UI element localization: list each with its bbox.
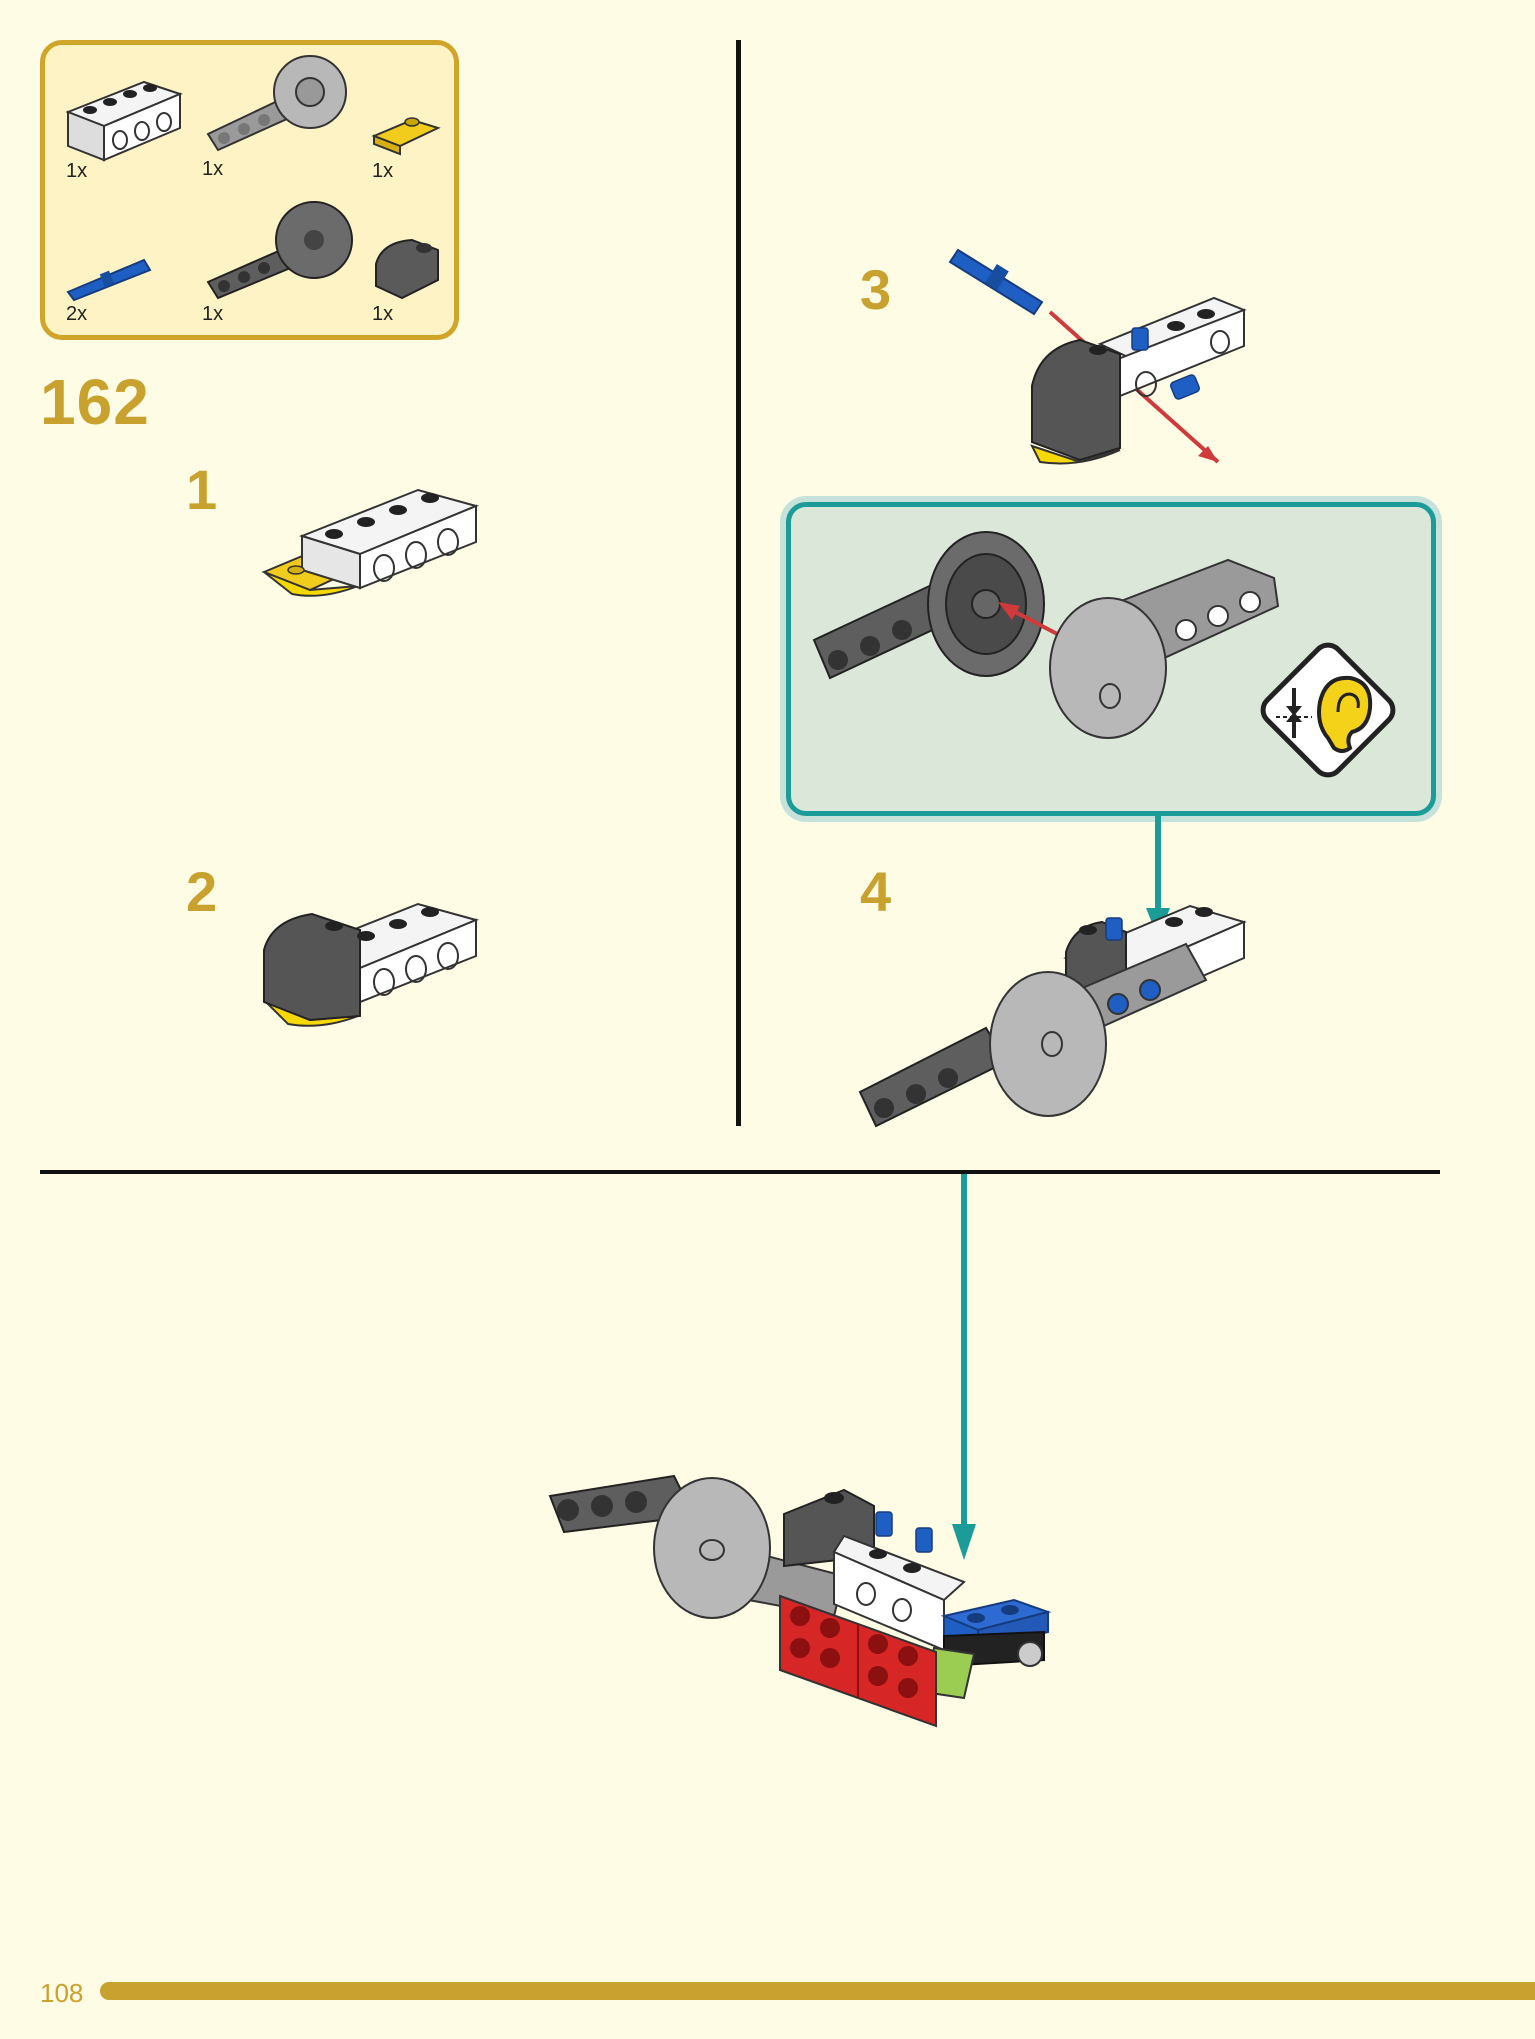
- final-connector-arrow: [952, 1174, 976, 1560]
- part-quantity: 2x: [66, 303, 88, 325]
- part-quantity: 1x: [372, 160, 394, 182]
- yellow-curved-slope-icon: [371, 117, 441, 156]
- step-1-assembly-illustration: [261, 488, 480, 597]
- step-3-assembly-illustration: [948, 248, 1247, 465]
- final-assembly-illustration: [548, 1474, 1052, 1728]
- step-4-assembly-illustration: [858, 904, 1247, 1128]
- part-quantity: 1x: [372, 303, 394, 325]
- white-technic-brick-icon: [65, 80, 183, 162]
- vertical-divider: [736, 40, 741, 1126]
- click-sound-ear-icon: [1260, 642, 1396, 778]
- substep-number: 1: [186, 458, 218, 521]
- horizontal-divider: [40, 1170, 1440, 1174]
- part-quantity: 1x: [202, 158, 224, 180]
- page-number: 108: [40, 1978, 84, 2008]
- substep-number: 2: [186, 860, 218, 923]
- callout-assembly-illustration: [812, 531, 1280, 739]
- step-2-assembly-illustration: [263, 902, 480, 1027]
- part-quantity: 1x: [66, 160, 88, 182]
- parts-list-box: [40, 40, 459, 340]
- substep-number: 3: [860, 258, 892, 321]
- main-step-number: 162: [40, 366, 150, 438]
- dark-gray-curved-slope-icon: [375, 238, 439, 300]
- gray-cam-liftarm-icon: [206, 55, 347, 152]
- dark-gray-cam-liftarm-icon: [206, 201, 353, 300]
- blue-technic-pin-icon: [66, 258, 152, 302]
- substep-number: 4: [860, 860, 892, 923]
- footer-bar: [100, 1982, 1535, 2000]
- part-quantity: 1x: [202, 303, 224, 325]
